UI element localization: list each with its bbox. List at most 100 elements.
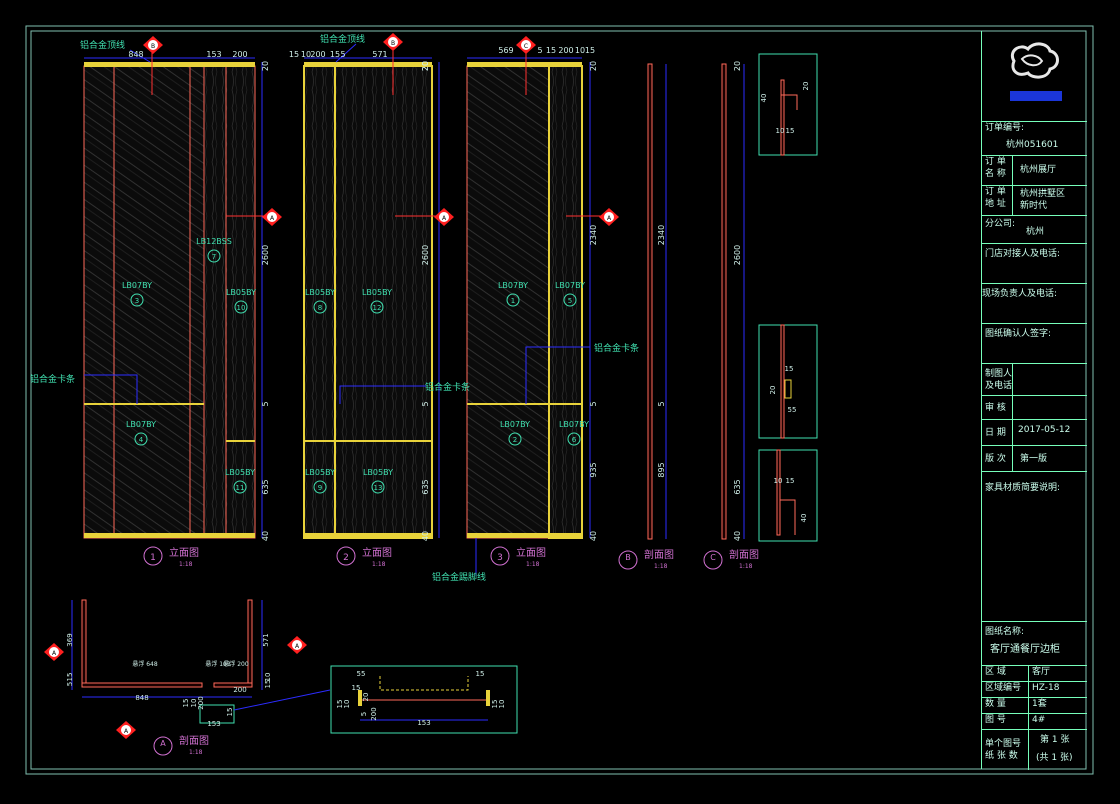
dimension-text: 5 xyxy=(66,682,74,686)
dimension-text: 2600 xyxy=(733,245,742,265)
store-contact-label: 门店对接人及电话: xyxy=(985,249,1061,259)
elevation-title: 立面图 xyxy=(516,546,546,559)
material-ref-circle xyxy=(313,300,327,314)
dimension-text: 10 xyxy=(264,673,272,682)
order-name-label: 订 单 名 称 xyxy=(985,157,1006,179)
version-value: 第一版 xyxy=(1020,454,1048,464)
section-marker-letter: A xyxy=(295,643,300,650)
section-letter: C xyxy=(710,553,716,562)
dimension-text: 20 xyxy=(802,82,810,91)
sheet-total-value: (共 1 张) xyxy=(1036,753,1073,763)
dimension-text: 20 xyxy=(769,386,777,395)
drafter-label: 制图人 及电话 xyxy=(985,369,1013,391)
dimension-text: 5 xyxy=(360,712,368,716)
dimension-text: 悬浮 103 xyxy=(205,660,231,668)
section-title-circle xyxy=(153,736,173,756)
dimension-text: 55 xyxy=(357,670,366,678)
section-marker-icon: A xyxy=(262,208,282,226)
section-marker-letter: A xyxy=(607,215,612,222)
material-code-label: LB05BY xyxy=(363,468,393,477)
dimension-text: 5 xyxy=(537,46,542,55)
dimension-text: 15 xyxy=(491,700,499,709)
callout-clip-strip-1: 铝合金卡条 xyxy=(30,373,75,385)
material-ref-circle xyxy=(313,480,327,494)
site-contact-label: 现场负责人及电话: xyxy=(982,289,1058,299)
fig-no-value: 4# xyxy=(1032,715,1046,725)
material-ref-number: 13 xyxy=(374,484,383,492)
order-name-value: 杭州展厅 xyxy=(1020,165,1057,175)
drawing-name-label: 图纸名称: xyxy=(985,627,1025,637)
fig-no-label: 图 号 xyxy=(985,715,1006,725)
section-marker-letter: C xyxy=(524,43,528,50)
dimension-text: 5 xyxy=(589,401,598,406)
dimension-text: 848 xyxy=(135,694,148,702)
dimension-text: 悬浮 648 xyxy=(132,660,158,668)
material-ref-circle xyxy=(234,300,248,314)
section-marker-icon: B xyxy=(143,36,163,54)
callout-clip-strip-3: 铝合金卡条 xyxy=(594,342,639,354)
title-block: 订单编号: 杭州051601 订 单 名 称 杭州展厅 订 单 地 址 杭州拱墅… xyxy=(981,31,1087,770)
dimension-text: 10 xyxy=(575,46,585,55)
elevation-number: 3 xyxy=(497,553,503,563)
material-code-label: LB07BY xyxy=(555,281,585,290)
section-letter: A xyxy=(160,739,166,748)
dimension-text: 40 xyxy=(421,531,430,541)
elevation-scale: 1:18 xyxy=(372,561,386,568)
dimension-text: 20 xyxy=(421,61,430,71)
dimension-text: 571 xyxy=(372,50,387,59)
dimension-text: 200 xyxy=(232,50,247,59)
section-letter: B xyxy=(625,553,631,562)
dimension-text: 2600 xyxy=(261,245,270,265)
dimension-text: 15 xyxy=(182,699,190,708)
dimension-text: 40 xyxy=(589,531,598,541)
section-marker-letter: A xyxy=(270,215,275,222)
dimension-text: 5 xyxy=(261,401,270,406)
section-title: 剖面图 xyxy=(729,548,759,561)
section-title-circle xyxy=(703,550,723,570)
dimension-text: 悬浮 200 xyxy=(223,660,249,668)
dimension-text: 571 xyxy=(262,633,270,646)
elevation-3-panel-left xyxy=(466,65,550,539)
material-code-label: LB05BY xyxy=(225,468,255,477)
dimension-text: 15 xyxy=(289,50,299,59)
sheet-value: 第 1 张 xyxy=(1040,735,1070,745)
area-no-label: 区域编号 xyxy=(985,683,1022,693)
section-marker-icon: C xyxy=(516,36,536,54)
dimension-text: 15 xyxy=(585,46,595,55)
branch-value: 杭州 xyxy=(1026,227,1045,237)
dimension-text: 40 xyxy=(800,514,808,523)
material-ref-circle xyxy=(134,432,148,446)
callout-clip-strip-2: 铝合金卡条 xyxy=(425,381,470,393)
date-value: 2017-05-12 xyxy=(1018,425,1071,435)
section-marker-icon: A xyxy=(434,208,454,226)
dimension-text: 15 xyxy=(786,477,795,485)
logo-icon xyxy=(1011,42,1059,79)
material-ref-number: 11 xyxy=(236,484,245,492)
dimension-text: 15 xyxy=(546,46,556,55)
dimension-text: 10 xyxy=(776,127,785,135)
dimension-text: 569 xyxy=(498,46,513,55)
dimension-text: 635 xyxy=(733,479,742,494)
elevation-1-panel-left xyxy=(83,65,205,539)
dimension-text: 2340 xyxy=(657,225,666,245)
material-ref-circle xyxy=(207,249,221,263)
material-code-label: LB12BSS xyxy=(196,237,232,246)
material-ref-number: 10 xyxy=(237,304,246,312)
material-code-label: LB07BY xyxy=(126,420,156,429)
area-label: 区 域 xyxy=(985,667,1006,677)
elevation-title-circle xyxy=(336,546,356,566)
material-code-label: LB07BY xyxy=(498,281,528,290)
section-marker-icon: A xyxy=(44,643,64,661)
material-ref-circle xyxy=(370,300,384,314)
dimension-text: 5 xyxy=(421,401,430,406)
material-ref-number: 4 xyxy=(139,436,144,444)
dimension-text: 2340 xyxy=(589,225,598,245)
callout-top-trim-2: 铝合金顶线 xyxy=(320,33,365,45)
material-note-label: 家具材质简要说明: xyxy=(985,483,1061,493)
dimension-text: 15 xyxy=(785,365,794,373)
qty-value: 1套 xyxy=(1032,699,1047,709)
qty-label: 数 量 xyxy=(985,699,1006,709)
dimension-text: 40 xyxy=(760,94,768,103)
plan-section-a xyxy=(71,599,518,734)
elevation-title: 立面图 xyxy=(362,546,392,559)
